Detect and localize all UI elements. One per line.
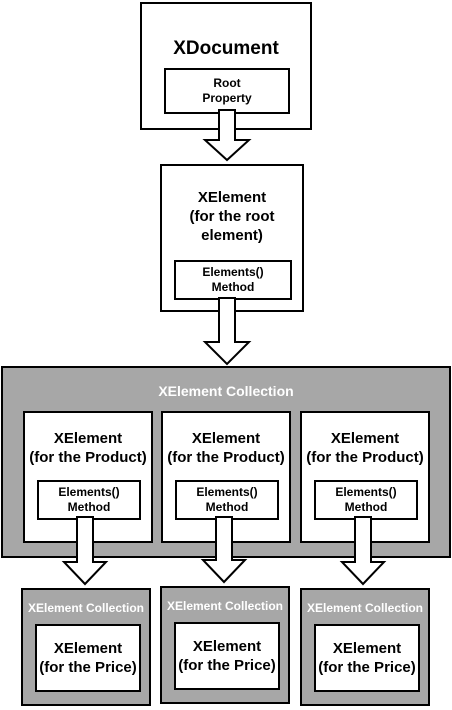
price-element-label: XElement (for the Price): [318, 640, 416, 676]
product-element-1: XElement (for the Product) Elements() Me…: [23, 411, 153, 543]
arrow-product-3-to-price: [339, 516, 387, 586]
price-collection-label: XElement Collection: [306, 601, 424, 615]
xdocument-node: XDocument Root Property: [140, 2, 312, 130]
xdocument-title: XDocument: [173, 38, 279, 59]
root-elements-method-label: Elements() Method: [202, 265, 264, 294]
product-elements-method-box: Elements() Method: [175, 480, 279, 520]
product-element-title: XElement (for the Product): [306, 430, 424, 466]
price-element-label: XElement (for the Price): [178, 638, 276, 674]
arrow-root-to-collection: [202, 297, 252, 366]
price-collection-1: XElement Collection XElement (for the Pr…: [21, 588, 151, 706]
price-element: XElement (for the Price): [174, 622, 280, 690]
price-collection-3: XElement Collection XElement (for the Pr…: [300, 588, 430, 706]
root-element-title: XElement (for the root element): [189, 189, 275, 244]
product-elements-method-label: Elements() Method: [58, 485, 120, 514]
product-elements-method-label: Elements() Method: [196, 485, 258, 514]
product-elements-method-label: Elements() Method: [335, 485, 397, 514]
price-element: XElement (for the Price): [35, 624, 141, 692]
product-element-title: XElement (for the Product): [29, 430, 147, 466]
root-property-box: Root Property: [164, 68, 290, 114]
arrow-product-2-to-price: [200, 516, 248, 584]
product-elements-method-box: Elements() Method: [37, 480, 141, 520]
price-collection-label: XElement Collection: [166, 599, 284, 613]
product-element-title: XElement (for the Product): [167, 430, 285, 466]
product-collection-label: XElement Collection: [158, 383, 294, 399]
price-element-label: XElement (for the Price): [39, 640, 137, 676]
root-property-label: Root Property: [202, 76, 252, 105]
arrow-xdocument-to-root: [202, 109, 252, 162]
price-element: XElement (for the Price): [314, 624, 420, 692]
arrow-product-1-to-price: [61, 516, 109, 586]
price-collection-label: XElement Collection: [27, 601, 145, 615]
price-collection-2: XElement Collection XElement (for the Pr…: [160, 586, 290, 704]
